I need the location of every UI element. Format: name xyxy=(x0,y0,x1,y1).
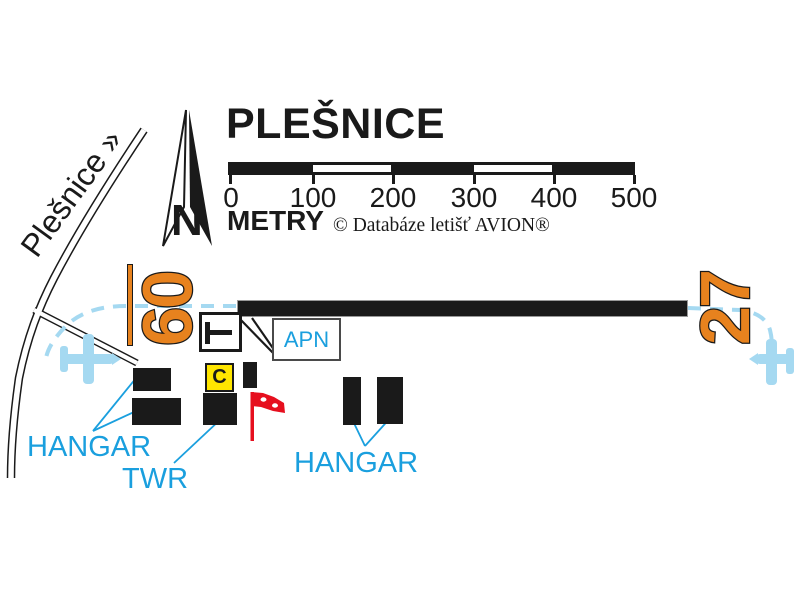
copyright-text: © Databáze letišť AVION® xyxy=(333,215,550,236)
tower-label: TWR xyxy=(122,463,189,495)
hangar-left-label: HANGAR xyxy=(27,431,152,463)
traffic-circuit-arc-left xyxy=(44,304,236,359)
signal-square-label: C xyxy=(212,366,227,388)
hangar-building-2 xyxy=(132,398,181,425)
tower-pointer xyxy=(173,417,223,464)
scale-tick xyxy=(553,175,556,184)
scale-tick-label: 200 xyxy=(369,182,417,213)
north-label: N xyxy=(171,196,203,245)
hangar-left-pointer-2 xyxy=(92,411,135,432)
scale-unit-label: METRY xyxy=(227,205,324,236)
scale-tick xyxy=(392,175,395,184)
page-title: PLEŠNICE xyxy=(226,100,446,148)
runway-number-27: 27 xyxy=(685,270,766,346)
scale-tick-label: 0 xyxy=(223,182,239,213)
landing-t-sign xyxy=(199,312,242,352)
north-arrow-icon xyxy=(162,109,212,247)
hangar-right-building-2 xyxy=(377,377,403,424)
runway-number-09: 09 xyxy=(127,269,208,345)
scale-tick xyxy=(229,175,232,184)
scale-bar xyxy=(228,162,635,175)
apron-box: APN xyxy=(272,318,341,361)
road xyxy=(6,127,148,479)
airplane-icon-left xyxy=(60,334,121,384)
scale-segment xyxy=(313,165,391,172)
storage-building xyxy=(243,362,257,388)
apron-label: APN xyxy=(283,326,330,352)
hangar-right-label: HANGAR xyxy=(294,447,419,479)
tower-building xyxy=(203,393,237,425)
landing-t-icon xyxy=(210,330,232,335)
landing-t-icon xyxy=(205,322,210,344)
scale-tick xyxy=(633,175,636,184)
scale-segment xyxy=(474,165,552,172)
hangar-right-building-1 xyxy=(343,377,361,425)
windsock-icon xyxy=(250,392,285,441)
airplane-icon-right xyxy=(749,339,794,385)
scale-tick xyxy=(473,175,476,184)
scale-tick xyxy=(312,175,315,184)
traffic-circuit-arc-right xyxy=(687,306,774,348)
runway-threshold-bar xyxy=(127,264,133,346)
scale-tick-label: 300 xyxy=(450,182,498,213)
signal-square-c: C xyxy=(205,363,234,392)
hangar-building-1 xyxy=(133,368,171,391)
runway xyxy=(237,300,688,317)
scale-tick-label: 400 xyxy=(530,182,578,213)
scale-tick-label: 500 xyxy=(610,182,658,213)
scale-tick-label: 100 xyxy=(289,182,337,213)
